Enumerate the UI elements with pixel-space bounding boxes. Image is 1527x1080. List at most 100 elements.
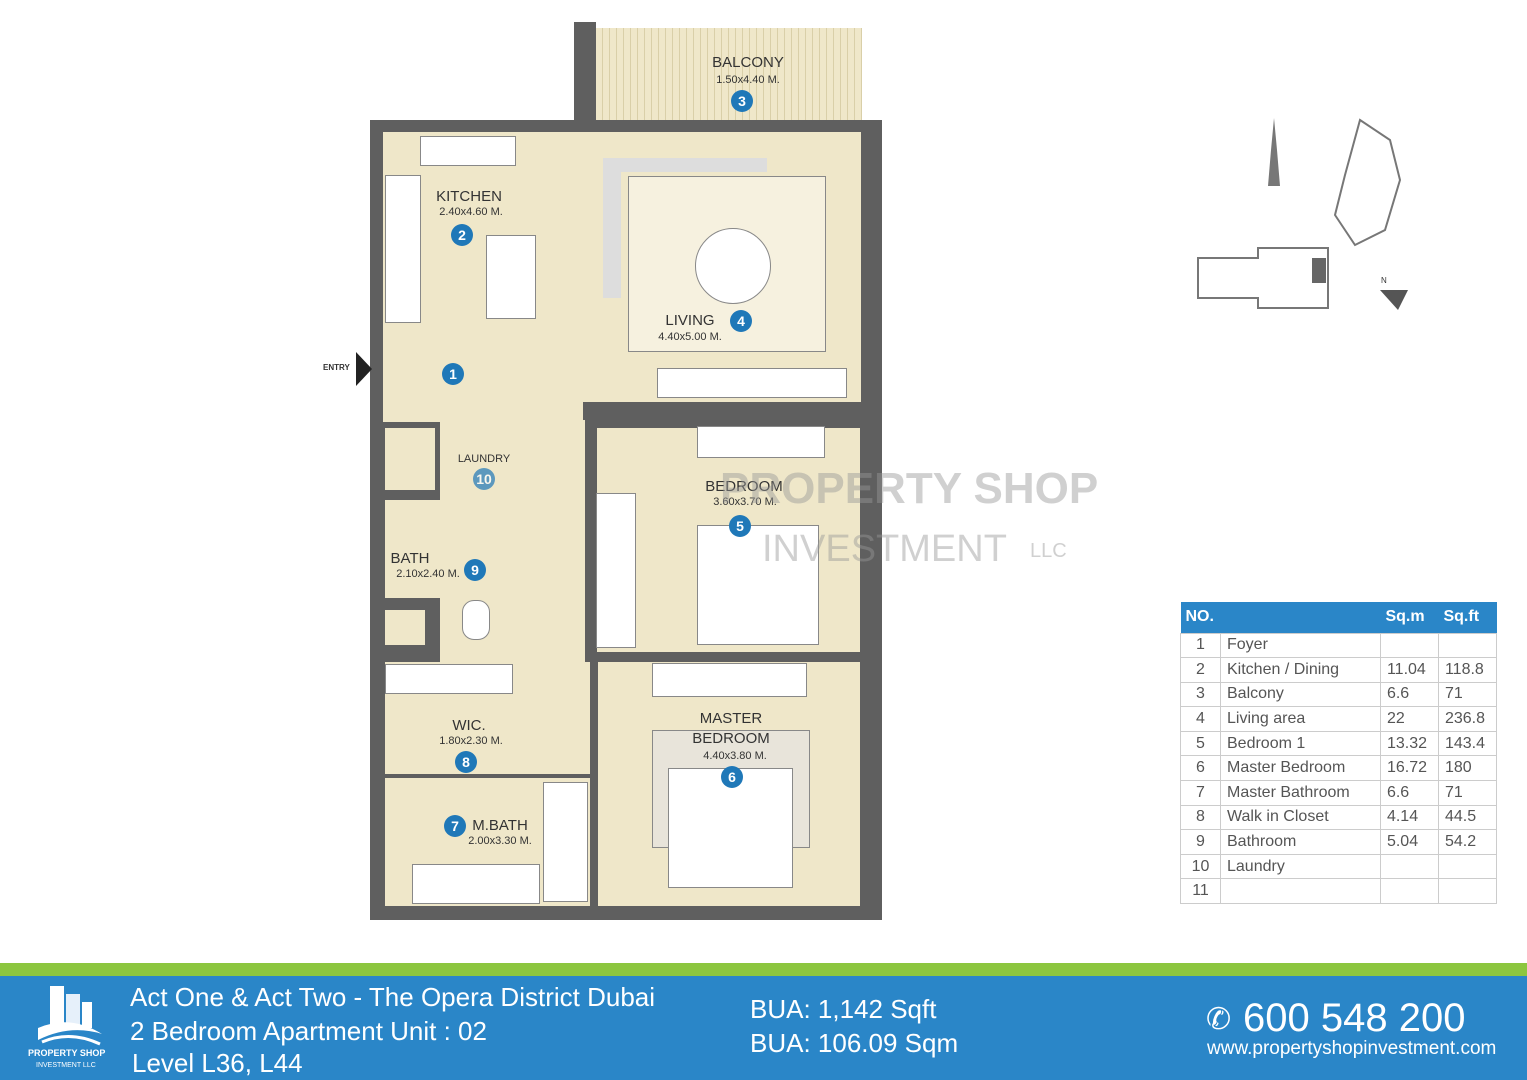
cell-sqft: 44.5 (1437, 804, 1498, 831)
cell-sqft: 118.8 (1437, 657, 1498, 683)
unit-type: 2 Bedroom Apartment Unit : 02 (130, 1016, 487, 1046)
cell-sqft: 54.2 (1437, 829, 1498, 855)
room-dims-kitchen: 2.40x4.60 M. (439, 206, 503, 218)
bathtub (543, 782, 588, 902)
cell-sqft (1437, 878, 1498, 905)
entry-label: ENTRY (323, 363, 350, 372)
dining-table (486, 235, 536, 319)
cell-no: 7 (1180, 780, 1221, 806)
logo-subname: INVESTMENT LLC (36, 1062, 96, 1069)
master-bed (668, 768, 793, 888)
room-label-laundry: LAUNDRY (457, 453, 511, 465)
cell-no: 3 (1180, 681, 1221, 708)
cell-sqm: 13.32 (1379, 730, 1439, 757)
room-dims-wic: 1.80x2.30 M. (439, 735, 503, 747)
room-label-master-bedroom: BEDROOM (692, 730, 770, 747)
kitchen-counter (420, 136, 516, 166)
project-title: Act One & Act Two - The Opera District D… (130, 982, 656, 1012)
cell-sqm: 4.14 (1379, 804, 1439, 831)
logo-name: PROPERTY SHOP (28, 1048, 106, 1058)
cell-room (1220, 878, 1381, 905)
sofa (603, 158, 767, 298)
cell-sqft: 236.8 (1437, 706, 1498, 732)
wardrobe (385, 664, 513, 694)
room-badge: 10 (473, 468, 495, 490)
building-footprint (1197, 247, 1329, 309)
footer: PROPERTY SHOP INVESTMENT LLC Act One & A… (0, 976, 1527, 1080)
cell-sqm: 11.04 (1379, 657, 1439, 683)
wardrobe (596, 493, 636, 648)
location-key-map (1197, 118, 1408, 310)
bua-sqm: BUA: 106.09 Sqm (750, 1028, 959, 1058)
wall (574, 22, 596, 128)
cell-sqft: 71 (1437, 780, 1498, 806)
room-badge: 1 (442, 363, 464, 385)
room-label-living: LIVING (665, 312, 715, 329)
bed (697, 525, 819, 645)
vanity (412, 864, 540, 904)
cell-sqm: 6.6 (1379, 780, 1439, 806)
room-badge: 9 (464, 559, 486, 581)
room-label-wic: WIC. (452, 717, 486, 734)
cell-room: Bathroom (1220, 829, 1381, 855)
cell-sqm: 22 (1379, 706, 1439, 732)
room-badge: 4 (730, 310, 752, 332)
watermark-llc: LLC (1030, 540, 1067, 562)
header-sqft: Sq.ft (1438, 602, 1497, 633)
entry-arrow-icon (356, 352, 372, 386)
bath-floor (385, 500, 513, 598)
cell-sqft: 180 (1437, 755, 1498, 782)
cell-no: 9 (1180, 829, 1221, 855)
cell-sqm (1379, 878, 1439, 905)
room-label-balcony: BALCONY (712, 54, 784, 71)
cell-no: 6 (1180, 755, 1221, 782)
room-badge: 3 (731, 90, 753, 112)
phone-number[interactable]: 600 548 200 (1243, 996, 1466, 1040)
desk (697, 426, 825, 458)
website-link[interactable]: www.propertyshopinvestment.com (1207, 1038, 1497, 1059)
unit-highlight (1312, 258, 1326, 283)
table-header: NO. Sq.m Sq.ft (1180, 602, 1497, 633)
cell-room: Living area (1220, 706, 1381, 732)
desk (652, 663, 807, 697)
level-info: Level L36, L44 (132, 1048, 303, 1078)
north-arrow-icon (1380, 290, 1408, 310)
cell-sqm (1379, 632, 1439, 659)
room-badge: 5 (729, 515, 751, 537)
cell-no: 5 (1180, 730, 1221, 757)
room-dims-master-bath: 2.00x3.30 M. (468, 835, 532, 847)
cell-room: Laundry (1220, 853, 1381, 880)
balcony-floor (596, 28, 862, 122)
tv-unit (657, 368, 847, 398)
cell-sqft: 143.4 (1437, 730, 1498, 757)
cell-no: 1 (1180, 632, 1221, 659)
cell-no: 11 (1180, 878, 1221, 905)
table-row: 11 (1180, 878, 1498, 905)
header-no: NO. (1180, 602, 1221, 633)
cell-sqft (1437, 853, 1498, 880)
building-footprint (1333, 118, 1402, 247)
room-badge: 8 (455, 751, 477, 773)
room-label-bedroom: BEDROOM (705, 478, 783, 495)
room-dims-bath: 2.10x2.40 M. (396, 568, 460, 580)
cell-no: 4 (1180, 706, 1221, 732)
room-badge: 6 (721, 766, 743, 788)
tower-icon (1268, 118, 1280, 186)
cell-no: 2 (1180, 657, 1221, 683)
room-badge: 7 (444, 815, 466, 837)
kitchen-counter (385, 175, 421, 323)
cell-sqm: 6.6 (1379, 681, 1439, 708)
room-dims-living: 4.40x5.00 M. (658, 331, 722, 343)
watermark-title: PROPERTY SHOP (720, 464, 1099, 513)
cell-room: Balcony (1220, 681, 1381, 708)
room-dims-master-bedroom: 4.40x3.80 M. (703, 750, 767, 762)
north-label: N (1381, 276, 1387, 285)
cell-room: Master Bedroom (1220, 755, 1381, 782)
